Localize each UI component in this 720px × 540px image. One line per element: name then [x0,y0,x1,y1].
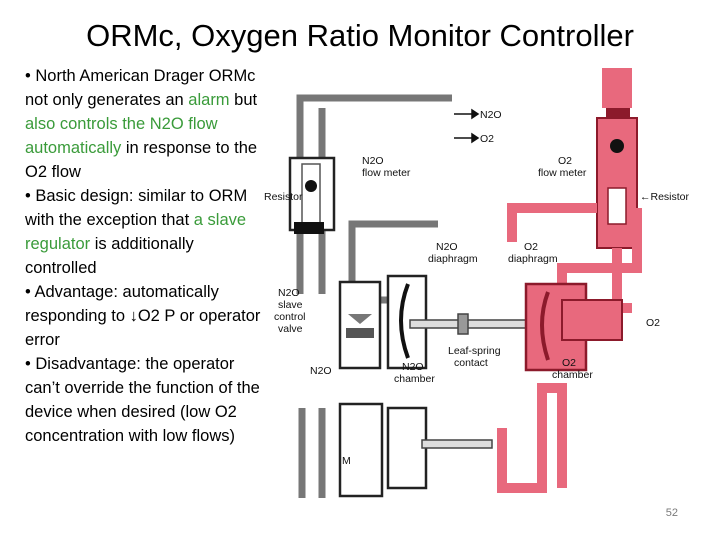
n2o-flowmeter-body [288,156,336,234]
n2o-flowmeter-label-2: flow meter [362,167,411,179]
bullet-item: • Advantage: automatically responding to… [25,280,263,352]
bullet-text: is additionally controlled [25,235,194,277]
resistor-right-label: ←Resistor [640,191,690,203]
o2-chamber-label-1: O2 [562,357,576,369]
leaf-spring-label-2: contact [454,357,488,369]
n2o-inlet-label: N2O [310,365,332,377]
bullet-marker: • [25,283,35,301]
bullet-text: in response to the O2 flow [25,139,258,181]
bullet-highlight: a slave regulator [25,211,247,253]
slave-valve-label-2: slave [278,299,303,311]
page-title: ORMc, Oxygen Ratio Monitor Controller [86,18,634,53]
labels: N2O O2 N2O flow meter O2 flow meter Resi… [264,109,690,467]
lower-valve-mark: M [342,455,351,467]
bullet-marker: • [25,355,36,373]
bullet-highlight: also controls the N2O flow automatically [25,115,218,157]
bullet-marker: • [25,187,36,205]
bullet-item: • North American Drager ORMc not only ge… [25,64,263,184]
n2o-diaphragm-label-1: N2O [436,241,458,253]
ormc-diagram: N2O O2 N2O flow meter O2 flow meter Resi… [264,68,690,498]
bullet-text: Disadvantage: the operator can’t overrid… [25,355,260,445]
bullet-item: • Disadvantage: the operator can’t overr… [25,352,263,448]
o2-flowmeter-label-2: flow meter [538,167,587,179]
bullet-highlight: alarm [188,91,230,109]
resistor-left-label: Resistor [264,191,303,203]
n2o-chamber-label-1: N2O [402,361,424,373]
bullet-text: North American Drager ORMc not only gene… [25,67,256,109]
bullet-text: Advantage: automatically responding to ↓… [25,283,261,349]
o2-flowmeter-label-1: O2 [558,155,572,167]
page-number: 52 [665,507,678,519]
bullet-list: • North American Drager ORMc not only ge… [25,64,263,448]
leaf-spring-label-1: Leaf-spring [448,345,501,357]
n2o-chamber-label-2: chamber [394,373,435,385]
bullet-item: • Basic design: similar to ORM with the … [25,184,263,280]
legend-o2-label: O2 [480,133,494,145]
bullet-text: but [229,91,258,109]
o2-chamber-label-2: chamber [552,369,593,381]
n2o-diaphragm-label-2: diaphragm [428,253,478,265]
shaft [409,313,539,335]
slave-valve-label-4: valve [278,323,303,335]
n2o-slave-valve-body [338,280,382,370]
bullet-marker: • [25,67,36,85]
o2-diaphragm-label-1: O2 [524,241,538,253]
n2o-flowmeter-label-1: N2O [362,155,384,167]
o2-diaphragm-label-2: diaphragm [508,253,558,265]
legend-n2o-label: N2O [480,109,502,121]
o2-outlet-label: O2 [646,317,660,329]
slave-valve-label-1: N2O [278,287,300,299]
lower-n2o-parts [298,402,493,498]
bullet-text: Basic design: similar to ORM with the ex… [25,187,248,229]
o2-circuit [497,68,642,493]
slave-valve-label-3: control [274,311,306,323]
legend-arrows [454,108,480,144]
